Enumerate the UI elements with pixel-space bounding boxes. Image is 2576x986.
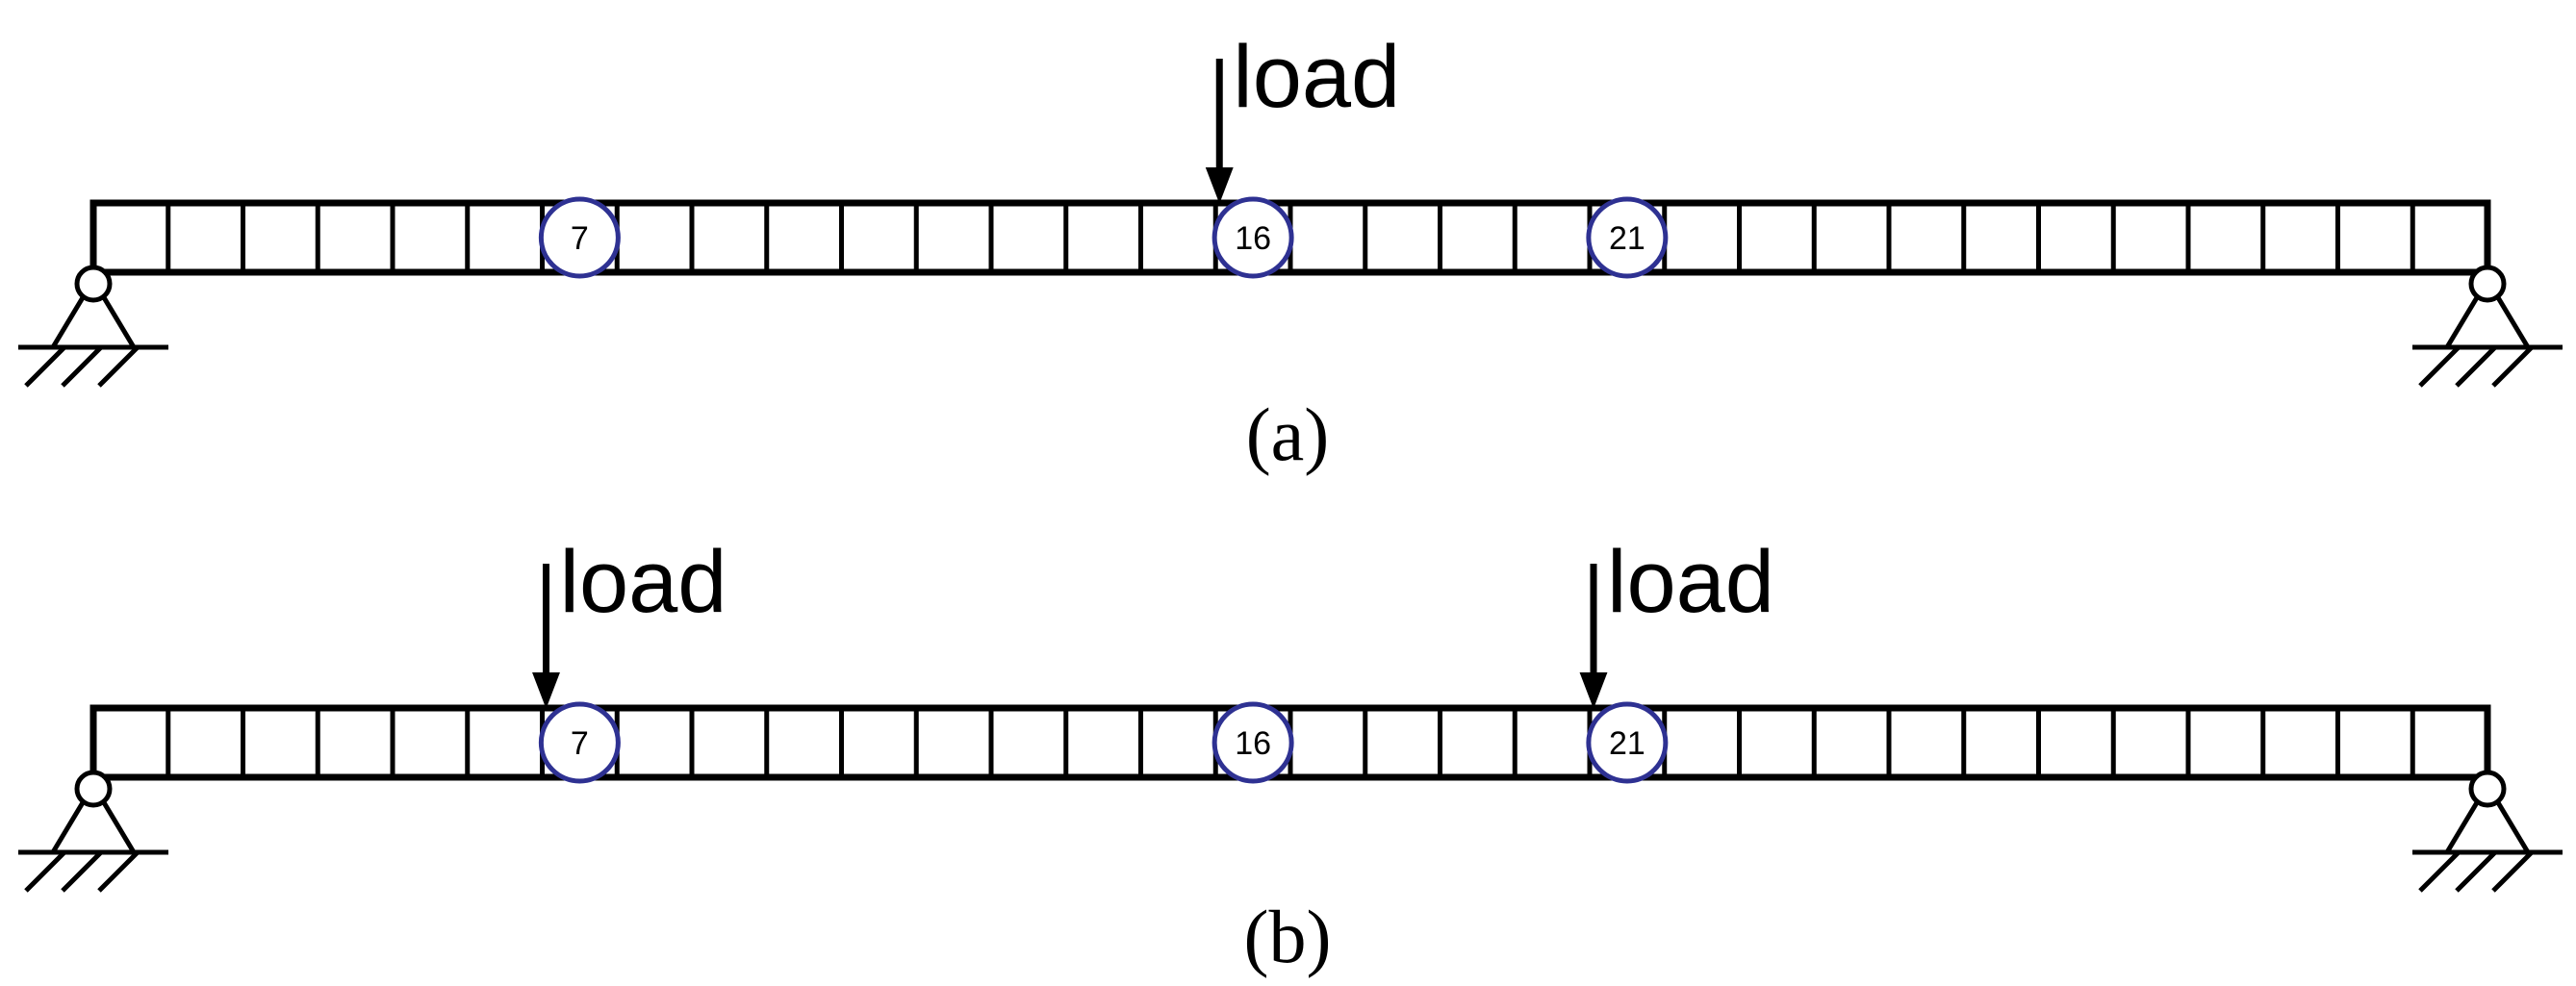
pin-support-left-hatch-3	[97, 850, 140, 893]
roller-support-right-hatch-3	[2491, 850, 2534, 893]
pin-support-left-hatch-1	[24, 345, 66, 388]
roller-support-right-hatch-2	[2455, 345, 2497, 388]
pin-support-left-pin	[74, 770, 113, 808]
node-marker-21: 21	[1586, 701, 1669, 784]
roller-support-right	[2412, 265, 2563, 388]
node-circle	[1586, 701, 1669, 784]
node-marker-7: 7	[538, 196, 621, 279]
node-label: 16	[1235, 220, 1271, 257]
pin-support-left-hatch-1	[24, 850, 66, 893]
node-circle	[538, 701, 621, 784]
load-arrow-1	[1205, 59, 1234, 204]
node-marker-16: 16	[1211, 701, 1294, 784]
pin-support-left-hatch-3	[97, 345, 140, 388]
roller-support-right-pin	[2468, 265, 2507, 303]
diagram-b: 7 16 21 load load (b)	[18, 533, 2563, 978]
load-arrow-1-head	[532, 672, 560, 709]
load-arrow-2	[1579, 564, 1608, 709]
node-circle	[1586, 196, 1669, 279]
roller-support-right	[2412, 770, 2563, 893]
load-arrow-2-head	[1579, 672, 1608, 709]
roller-support-right-hatch-1	[2418, 850, 2461, 893]
diagram-a: 7 16 21 load (a)	[18, 28, 2563, 476]
pin-support-left	[18, 770, 168, 893]
pin-support-left-pin	[74, 265, 113, 303]
node-label: 21	[1609, 220, 1645, 257]
node-marker-21: 21	[1586, 196, 1669, 279]
node-marker-16: 16	[1211, 196, 1294, 279]
node-label: 21	[1609, 725, 1645, 762]
roller-support-right-hatch-3	[2491, 345, 2534, 388]
node-label: 7	[571, 220, 589, 257]
load-arrow-1	[532, 564, 560, 709]
pin-support-left	[18, 265, 168, 388]
node-label: 16	[1235, 725, 1271, 762]
node-circle	[538, 196, 621, 279]
caption-a: (a)	[1246, 392, 1330, 476]
load-label-2: load	[1607, 533, 1774, 631]
node-marker-7: 7	[538, 701, 621, 784]
load-label-1: load	[560, 533, 727, 631]
node-circle	[1211, 196, 1294, 279]
caption-b: (b)	[1244, 895, 1332, 978]
pin-support-left-hatch-2	[61, 345, 103, 388]
roller-support-right-hatch-2	[2455, 850, 2497, 893]
pin-support-left-hatch-2	[61, 850, 103, 893]
load-arrow-1-head	[1205, 167, 1234, 204]
roller-support-right-hatch-1	[2418, 345, 2461, 388]
node-label: 7	[571, 725, 589, 762]
load-label-1: load	[1233, 28, 1400, 126]
node-circle	[1211, 701, 1294, 784]
roller-support-right-pin	[2468, 770, 2507, 808]
